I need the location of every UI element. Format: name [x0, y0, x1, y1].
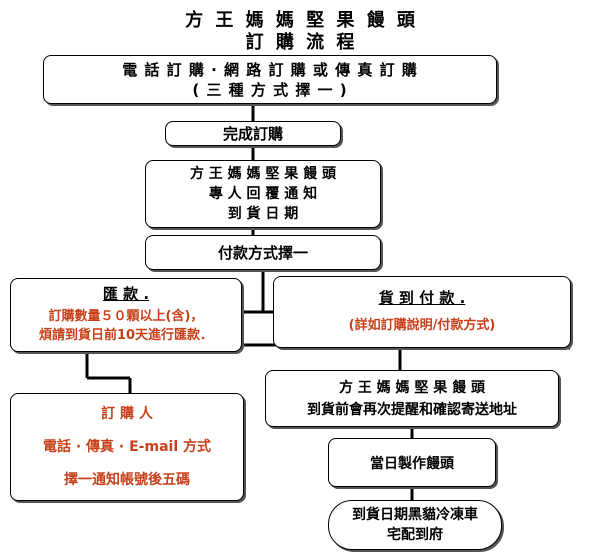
cod-heading: 貨 到 付 款 .	[378, 289, 466, 307]
production-text: 當日製作饅頭	[370, 455, 454, 472]
buyer-label: 訂 購 人	[101, 405, 153, 422]
buyer-account-digits: 擇一通知帳號後五碼	[64, 471, 190, 488]
order-methods-box: 電 話 訂 購 · 網 路 訂 購 或 傳 真 訂 購 ( 三 種 方 式 擇 …	[43, 55, 497, 104]
confirm-text: 到貨前會再次提醒和確認寄送地址	[307, 401, 517, 418]
payment-method-box: 付款方式擇一	[145, 235, 381, 270]
home-delivery-box: 到貨日期黑貓冷凍車 宅配到府	[328, 500, 502, 550]
cash-on-delivery-box: 貨 到 付 款 . (詳如訂購說明/付款方式)	[273, 276, 571, 348]
diagram-subtitle: 訂 購 流 程	[245, 32, 358, 53]
delivery-destination-text: 宅配到府	[387, 527, 443, 543]
reply-company-name: 方 王 媽 媽 堅 果 饅 頭	[189, 166, 337, 182]
order-complete-text: 完成訂購	[222, 125, 283, 143]
diagram-title: 方 王 媽 媽 堅 果 饅 頭	[185, 10, 418, 31]
reply-delivery-date: 到 貨 日 期	[227, 206, 299, 222]
cod-note: (詳如訂購說明/付款方式)	[348, 318, 496, 333]
payment-method-text: 付款方式擇一	[217, 244, 308, 262]
buyer-notify-box: 訂 購 人 電話 · 傳真 · E-mail 方式 擇一通知帳號後五碼	[10, 393, 244, 501]
same-day-production-box: 當日製作饅頭	[328, 438, 496, 487]
reply-text: 專 人 回 覆 通 知	[208, 186, 318, 202]
order-methods-text: 電 話 訂 購 · 網 路 訂 購 或 傳 真 訂 購	[122, 60, 418, 79]
remittance-deadline: 煩請到貨日前10天進行匯款．	[38, 328, 214, 343]
remittance-heading: 匯 款 .	[102, 285, 150, 303]
order-complete-box: 完成訂購	[165, 121, 341, 146]
remittance-condition: 訂購數量５０顆以上(含)，	[48, 309, 204, 324]
reply-notice-box: 方 王 媽 媽 堅 果 饅 頭 專 人 回 覆 通 知 到 貨 日 期	[145, 160, 381, 228]
address-confirm-box: 方 王 媽 媽 堅 果 饅 頭 到貨前會再次提醒和確認寄送地址	[265, 370, 559, 427]
confirm-company-name: 方 王 媽 媽 堅 果 饅 頭	[338, 379, 486, 396]
buyer-contact-methods: 電話 · 傳真 · E-mail 方式	[42, 438, 211, 455]
remittance-box: 匯 款 . 訂購數量５０顆以上(含)， 煩請到貨日前10天進行匯款．	[10, 278, 242, 352]
order-methods-note: ( 三 種 方 式 擇 一 )	[192, 80, 348, 99]
delivery-method-text: 到貨日期黑貓冷凍車	[352, 507, 478, 523]
